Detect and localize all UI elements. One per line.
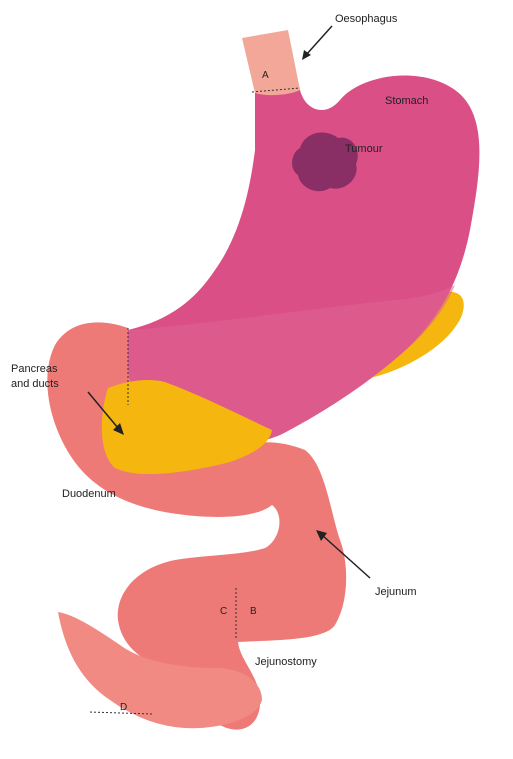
oesophagus (242, 30, 300, 95)
stomach-label: Stomach (385, 95, 428, 107)
tumour-label: Tumour (345, 143, 383, 155)
jejunum-label: Jejunum (375, 586, 417, 598)
pancreas-label-line2: and ducts (11, 378, 59, 390)
cut-label-b: B (250, 606, 257, 617)
cut-label-a: A (262, 70, 269, 81)
cut-label-c: C (220, 606, 227, 617)
cut-label-d: D (120, 702, 127, 713)
jejunostomy-label: Jejunostomy (255, 656, 317, 668)
pancreas-label-line1: Pancreas (11, 363, 58, 375)
oesophagus-label: Oesophagus (335, 13, 398, 25)
oesophagus-arrow (306, 26, 332, 55)
duodenum-label: Duodenum (62, 488, 116, 500)
